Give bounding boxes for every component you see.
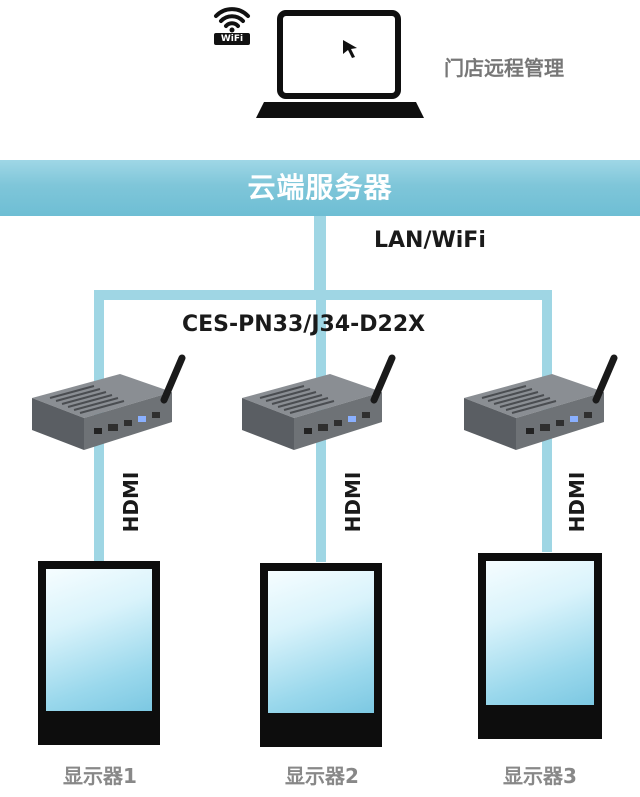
display-3-screen xyxy=(486,561,594,705)
trunk-line xyxy=(314,216,326,296)
mini-pc-2 xyxy=(240,352,404,456)
display-1 xyxy=(38,561,160,745)
display-3 xyxy=(478,553,602,739)
display-2 xyxy=(260,563,382,747)
cursor-icon xyxy=(341,38,361,60)
display-label-1: 显示器1 xyxy=(63,764,137,788)
cloud-server-title: 云端服务器 xyxy=(247,171,393,204)
cloud-server-band xyxy=(0,160,640,216)
display-label-2: 显示器2 xyxy=(285,764,359,788)
hdmi-label-1: HDMI xyxy=(119,471,143,533)
laptop-icon xyxy=(254,10,426,122)
wifi-badge-text: WiFi xyxy=(220,34,244,44)
model-label: CES-PN33/J34-D22X xyxy=(182,312,426,337)
display-label-3: 显示器3 xyxy=(503,764,577,788)
hdmi-label-2: HDMI xyxy=(341,471,365,533)
display-1-screen xyxy=(46,569,152,711)
mini-pc-3 xyxy=(462,352,626,456)
connection-label: LAN/WiFi xyxy=(374,228,486,253)
wifi-icon xyxy=(210,0,254,46)
remote-management-label: 门店远程管理 xyxy=(444,56,564,80)
mini-pc-1 xyxy=(30,352,194,456)
display-2-screen xyxy=(268,571,374,713)
hdmi-label-3: HDMI xyxy=(565,471,589,533)
